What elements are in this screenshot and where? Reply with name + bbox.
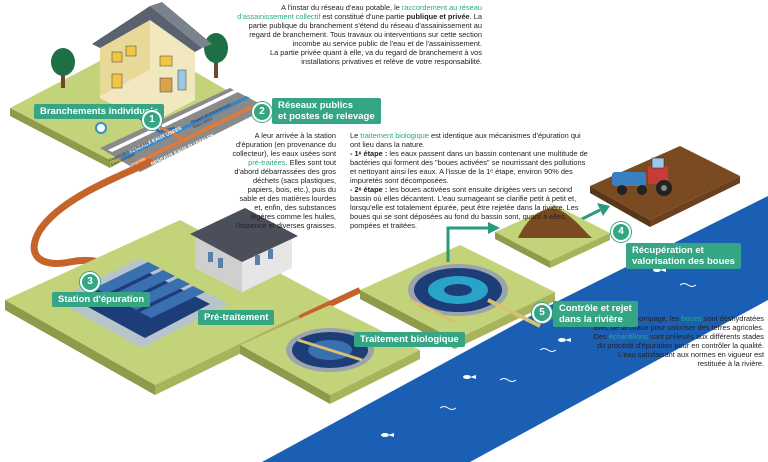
step-badge-3: 3 <box>80 272 100 292</box>
step-badge-4: 4 <box>611 222 631 242</box>
tractor <box>612 157 672 196</box>
label-station: Station d'épuration <box>52 292 151 307</box>
after-text: Après leur pompage, les boues sont déshy… <box>593 314 764 368</box>
label-branchements: Branchements individuels <box>34 104 165 119</box>
step-badge-5: 5 <box>532 303 552 323</box>
label-pretraitement: Pré-traitement <box>198 310 275 325</box>
sludge-pile <box>518 208 592 238</box>
tree-left <box>51 48 75 88</box>
station-building <box>190 208 298 292</box>
house <box>92 2 212 124</box>
tree-right <box>204 33 228 78</box>
connection-point-icon <box>95 122 107 134</box>
fish <box>381 268 666 437</box>
step-badge-1: 1 <box>142 110 162 130</box>
label-biologique: Traitement biologique <box>354 332 465 347</box>
arrival-text: A leur arrivée à la station d'épuration … <box>232 131 336 230</box>
step-badge-2: 2 <box>252 102 272 122</box>
intro-text: A l'instar du réseau d'eau potable, le r… <box>237 3 482 66</box>
bio-text: Le traitement biologique est identique a… <box>350 131 588 230</box>
